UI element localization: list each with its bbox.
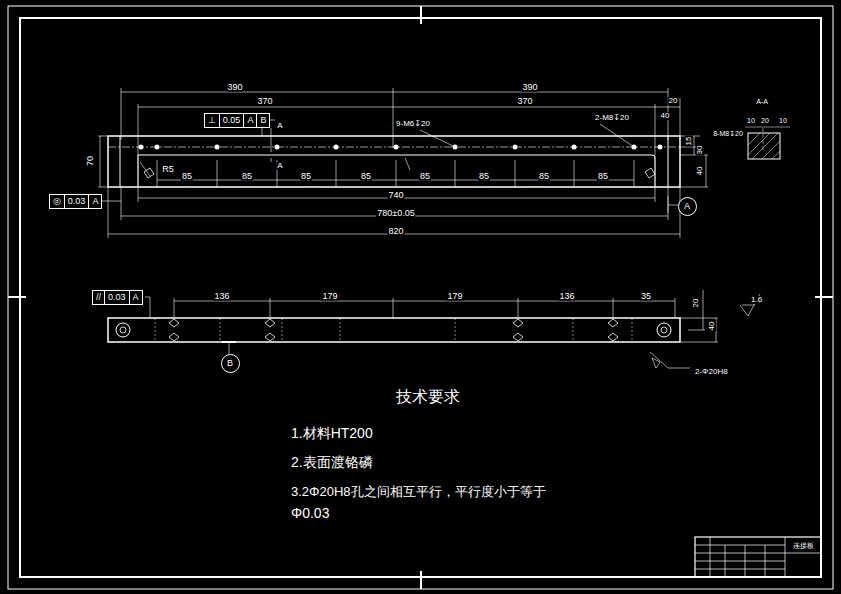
frame-cell: 0.03 bbox=[104, 290, 130, 305]
dimension-text: 2-M8↧20 bbox=[594, 114, 630, 122]
dimension-text: 30 bbox=[696, 145, 704, 156]
dimension-text: 2-Φ20H8 bbox=[694, 368, 729, 376]
dimension-text: 85 bbox=[538, 172, 550, 181]
dimension-text: 1.6 bbox=[750, 296, 763, 304]
dimension-text: 20 bbox=[760, 117, 770, 124]
dimension-text: 390 bbox=[521, 83, 538, 92]
frame-cell: A bbox=[88, 194, 102, 209]
datum-symbol: B bbox=[221, 354, 240, 373]
dimension-text: 740 bbox=[387, 191, 404, 200]
dimension-text: 8-M8↧20 bbox=[712, 130, 744, 137]
dimension-text: 40 bbox=[696, 166, 704, 177]
dimension-text: 85 bbox=[300, 172, 312, 181]
dimension-text: 85 bbox=[181, 172, 193, 181]
note-text: Φ0.03 bbox=[290, 506, 330, 520]
note-text: 3.2Φ20H8孔之间相互平行，平行度小于等于 bbox=[290, 485, 547, 498]
dimension-text: 连接板 bbox=[792, 542, 815, 549]
dimension-text: 35 bbox=[640, 292, 652, 301]
dimension-text: A-A bbox=[755, 98, 769, 105]
datum-symbol: A bbox=[678, 197, 697, 216]
dimension-text: 136 bbox=[558, 292, 575, 301]
dimension-text: A bbox=[276, 122, 283, 130]
dimension-text: 820 bbox=[387, 227, 404, 236]
dimension-text: 390 bbox=[226, 83, 243, 92]
frame-cell: A bbox=[243, 113, 257, 128]
dimension-text: 179 bbox=[446, 292, 463, 301]
dimension-text: 85 bbox=[597, 172, 609, 181]
frame-cell: A bbox=[681, 199, 693, 214]
dimension-text: 85 bbox=[419, 172, 431, 181]
tolerance-frame: ⊥0.05AB bbox=[205, 113, 270, 128]
dimension-text: 40 bbox=[708, 321, 716, 332]
dimension-text: A bbox=[276, 162, 283, 170]
dimension-text: 136 bbox=[213, 292, 230, 301]
dimension-text: 179 bbox=[321, 292, 338, 301]
dimension-text: 85 bbox=[241, 172, 253, 181]
note-text: 2.表面渡铬磷 bbox=[290, 455, 374, 469]
dimension-text: 70 bbox=[86, 155, 95, 167]
dimension-text: 40 bbox=[660, 112, 671, 120]
frame-cell: B bbox=[256, 113, 270, 128]
tolerance-frame: //0.03A bbox=[93, 290, 143, 305]
frame-cell: 0.03 bbox=[64, 194, 90, 209]
frame-cell: A bbox=[129, 290, 143, 305]
frame-cell: ◎ bbox=[49, 194, 65, 209]
dimension-text: 85 bbox=[478, 172, 490, 181]
dimension-text: 9-M6↧20 bbox=[395, 120, 431, 128]
dimension-text: 85 bbox=[360, 172, 372, 181]
frame-cell: ⊥ bbox=[204, 113, 220, 128]
note-text: 1.材料HT200 bbox=[290, 426, 374, 440]
dimension-text: 370 bbox=[256, 97, 273, 106]
dimension-text: 20 bbox=[668, 97, 679, 105]
dimension-text: 20 bbox=[692, 298, 700, 309]
note-text: 技术要求 bbox=[395, 389, 461, 405]
dimension-text: R5 bbox=[161, 165, 175, 174]
dimension-text: 15 bbox=[685, 136, 693, 147]
tolerance-frame: ◎0.03A bbox=[50, 194, 102, 209]
dimension-text: 370 bbox=[516, 97, 533, 106]
frame-cell: 0.05 bbox=[219, 113, 245, 128]
frame-cell: B bbox=[224, 356, 236, 371]
dimension-text: 780±0.05 bbox=[376, 209, 415, 218]
dimension-text: 10 bbox=[746, 117, 756, 124]
dimension-text: 10 bbox=[778, 117, 788, 124]
